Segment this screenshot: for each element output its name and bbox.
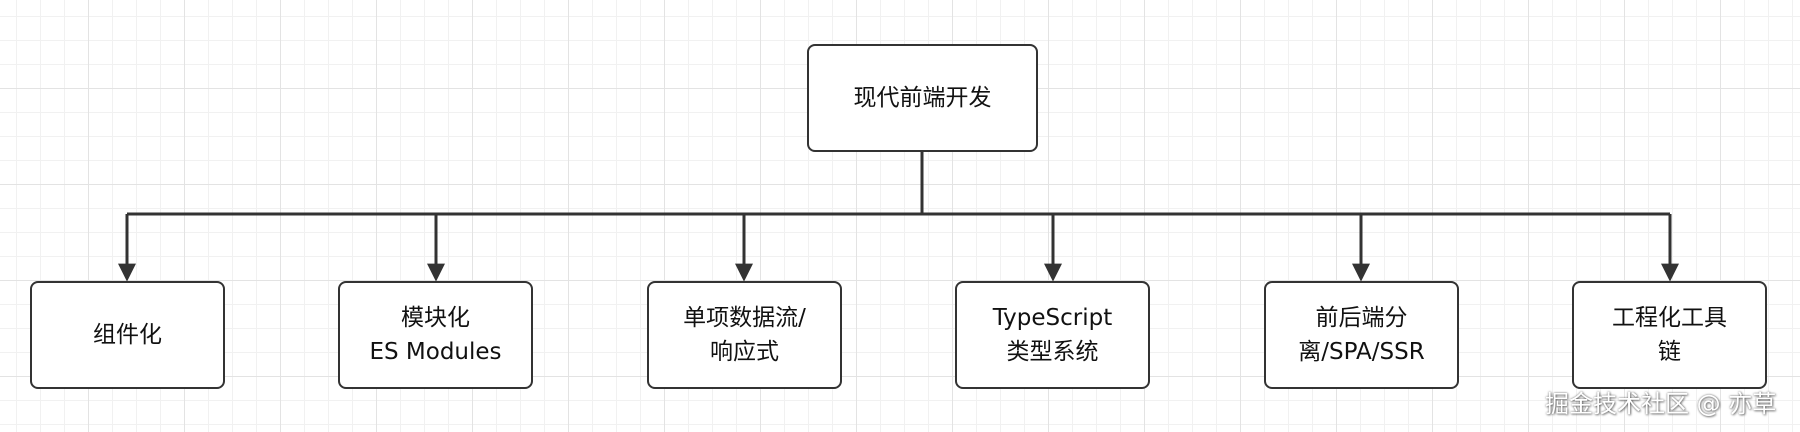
child-node-label: 模块化 ES Modules — [369, 305, 502, 365]
child-node-data-flow[interactable]: 单项数据流/ 响应式 — [647, 281, 842, 389]
child-node-typescript[interactable]: TypeScript 类型系统 — [955, 281, 1150, 389]
child-node-label: 工程化工具 链 — [1612, 305, 1727, 365]
child-node-label: 单项数据流/ 响应式 — [683, 305, 806, 365]
root-node-label: 现代前端开发 — [853, 85, 992, 111]
child-node-toolchain[interactable]: 工程化工具 链 — [1572, 281, 1767, 389]
child-node-label: 前后端分 离/SPA/SSR — [1298, 305, 1425, 365]
root-node[interactable]: 现代前端开发 — [807, 44, 1038, 152]
watermark: 掘金技术社区 @ 亦草 — [1545, 390, 1777, 418]
child-node-label: 组件化 — [93, 322, 162, 348]
child-node-modules[interactable]: 模块化 ES Modules — [338, 281, 533, 389]
child-node-separation[interactable]: 前后端分 离/SPA/SSR — [1264, 281, 1459, 389]
child-node-components[interactable]: 组件化 — [30, 281, 225, 389]
child-node-label: TypeScript 类型系统 — [992, 305, 1113, 365]
